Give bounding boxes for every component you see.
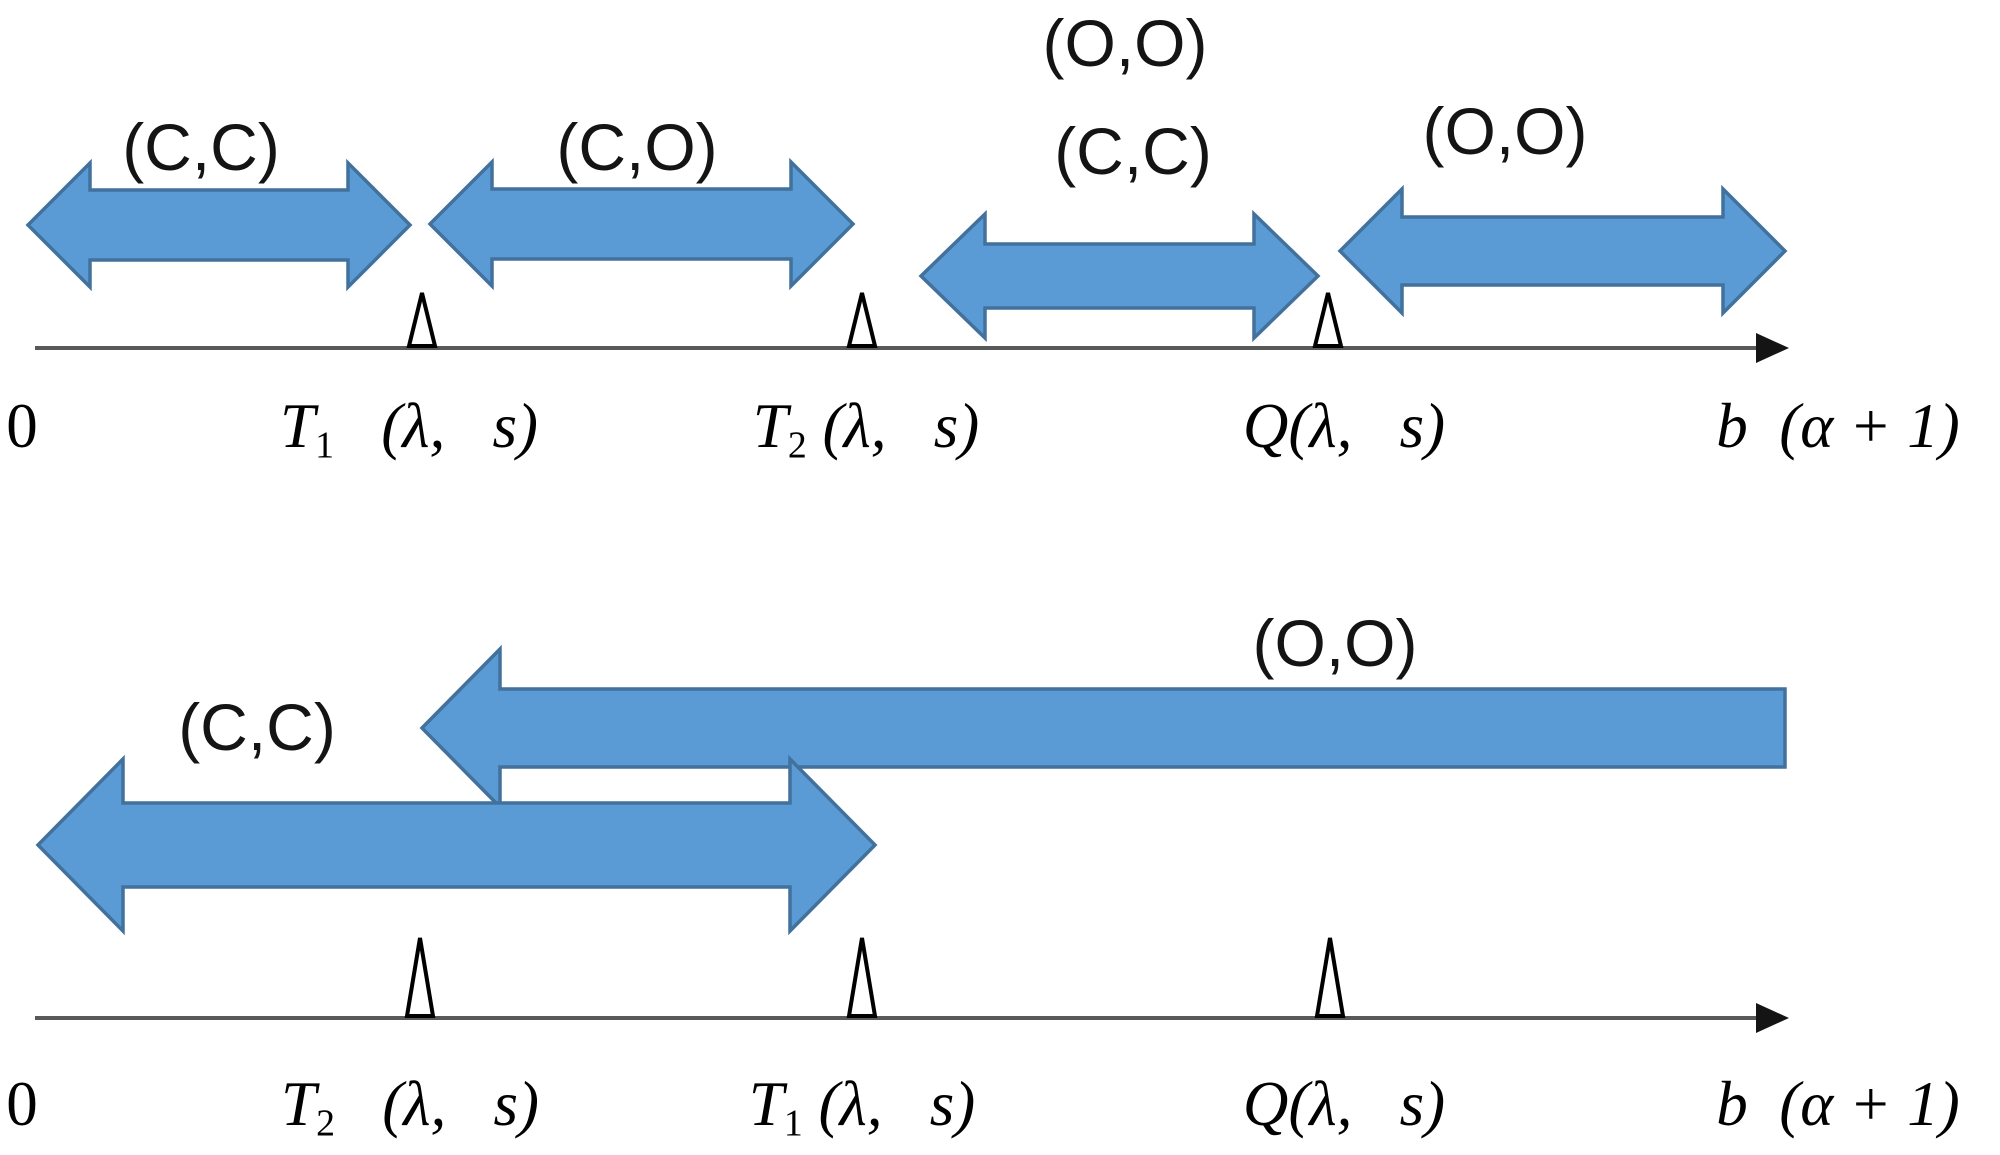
bottom-axis-arrowhead-icon (1756, 1003, 1789, 1033)
bottom-tick-t1-icon (846, 937, 878, 1018)
bottom-axis-label-t1-sub: 1 (783, 1102, 803, 1145)
bottom-axis-label-t1-base: T (748, 1069, 784, 1139)
top-double-arrow-oo-right (1337, 184, 1788, 318)
bottom-axis-label-t2-base: T (281, 1069, 317, 1139)
bottom-axis-label-t2-sub: 2 (316, 1102, 335, 1145)
bottom-axis-label-t1-args: (λ, s) (802, 1069, 976, 1139)
top-tick-t2-icon (846, 292, 878, 348)
bottom-axis-label-t2: T2 (λ, s) (281, 1069, 539, 1145)
top-interval-label-cc-left: (C,C) (122, 110, 280, 184)
bottom-interval-label-cc: (C,C) (178, 690, 336, 764)
bottom-interval-label-oo: (O,O) (1252, 606, 1418, 680)
bottom-axis-label-t1: T1 (λ, s) (748, 1069, 976, 1145)
bottom-axis-label-end: b (α + 1) (1716, 1069, 1960, 1139)
bottom-axis-label-t2-args: (λ, s) (334, 1069, 539, 1139)
top-interval-label-oo-mid: (O,O) (1042, 6, 1208, 80)
top-tick-q-icon (1312, 292, 1344, 348)
top-axis-label-origin: 0 (6, 391, 38, 461)
top-tick-t1-icon (406, 292, 438, 348)
top-interval-label-co: (C,O) (556, 110, 718, 184)
top-double-arrow-cc-left (25, 158, 413, 292)
top-axis-label-t2-args: (λ, s) (806, 391, 980, 461)
bottom-double-arrow-cc (35, 754, 878, 936)
bottom-left-arrow-oo (419, 644, 1787, 812)
top-axis-arrowhead-icon (1756, 333, 1789, 363)
top-axis-label-t2: T2 (λ, s) (752, 391, 980, 467)
top-axis-label-t1-base: T (280, 391, 316, 461)
top-interval-label-oo-right: (O,O) (1422, 94, 1588, 168)
top-axis-label-q: Q(λ, s) (1242, 391, 1446, 461)
top-axis-label-t2-sub: 2 (787, 424, 807, 467)
top-axis-label-end: b (α + 1) (1716, 391, 1960, 461)
bottom-tick-q-icon (1314, 937, 1346, 1018)
bottom-axis-label-origin: 0 (6, 1069, 38, 1139)
top-axis-label-t1-sub: 1 (315, 424, 334, 467)
top-axis-label-t2-base: T (752, 391, 788, 461)
bottom-axis-label-q: Q(λ, s) (1242, 1069, 1446, 1139)
top-double-arrow-co (427, 157, 856, 291)
top-interval-label-cc-mid: (C,C) (1054, 114, 1212, 188)
top-axis-label-t1: T1 (λ, s) (280, 391, 538, 467)
top-axis-label-t1-args: (λ, s) (333, 391, 538, 461)
bottom-tick-t2-icon (404, 937, 436, 1018)
top-double-arrow-oo-cc-mid (918, 209, 1321, 343)
